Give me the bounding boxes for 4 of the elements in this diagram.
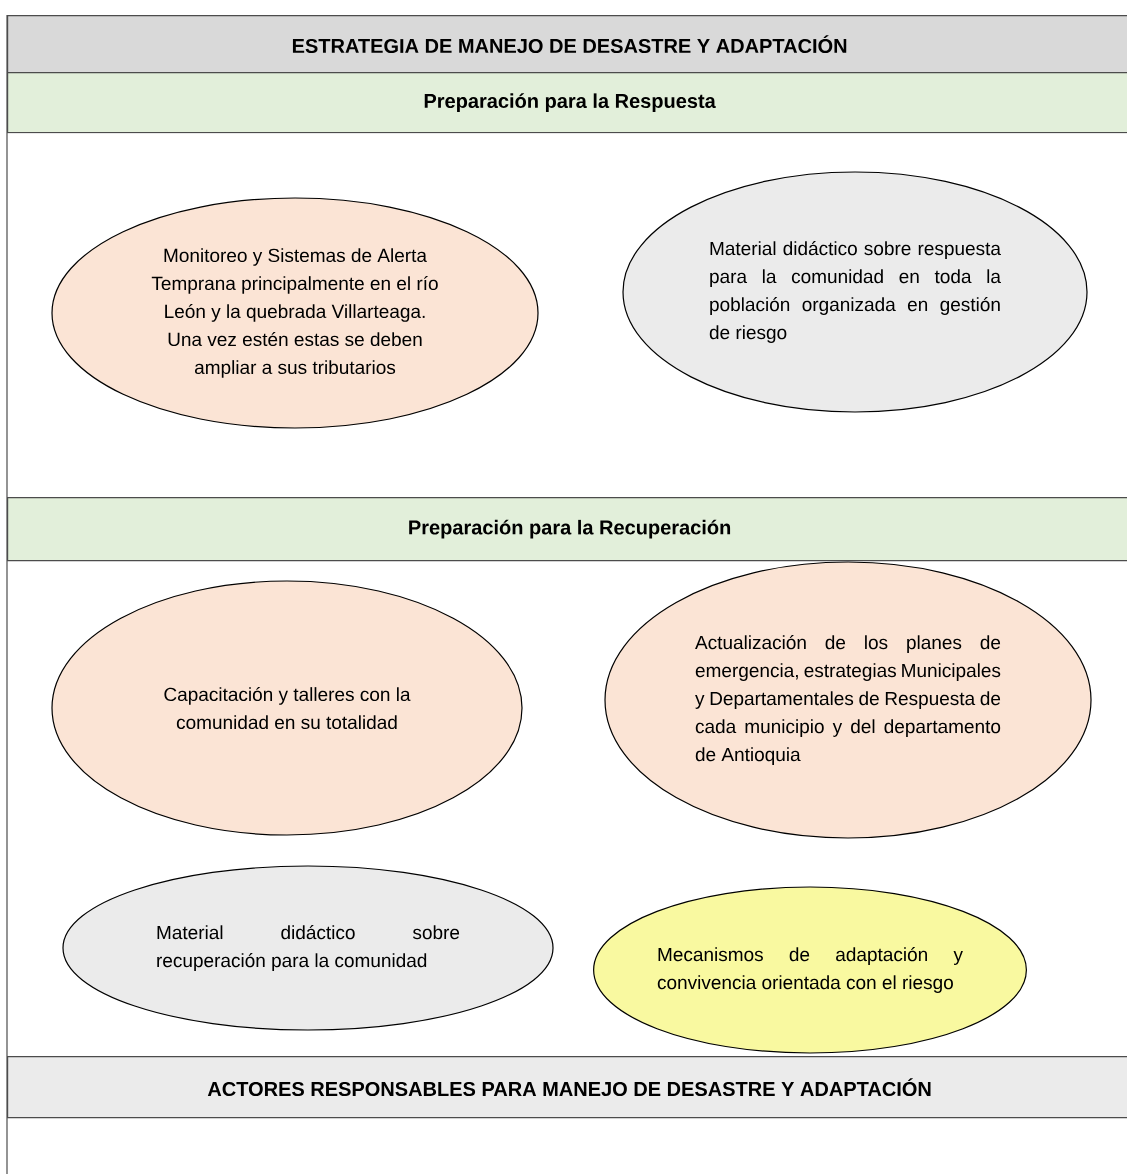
header-band: Preparación para la Recuperación [7, 497, 1127, 562]
header-band: ACTORES RESPONSABLES PARA MANEJO DE DESASTRE Y ADAPTACIÓN [7, 1056, 1127, 1119]
header-band: ESTRATEGIA DE MANEJO DE DESASTRE Y ADAPTACIÓN [7, 15, 1127, 74]
header-band: Preparación para la Respuesta [7, 72, 1127, 134]
